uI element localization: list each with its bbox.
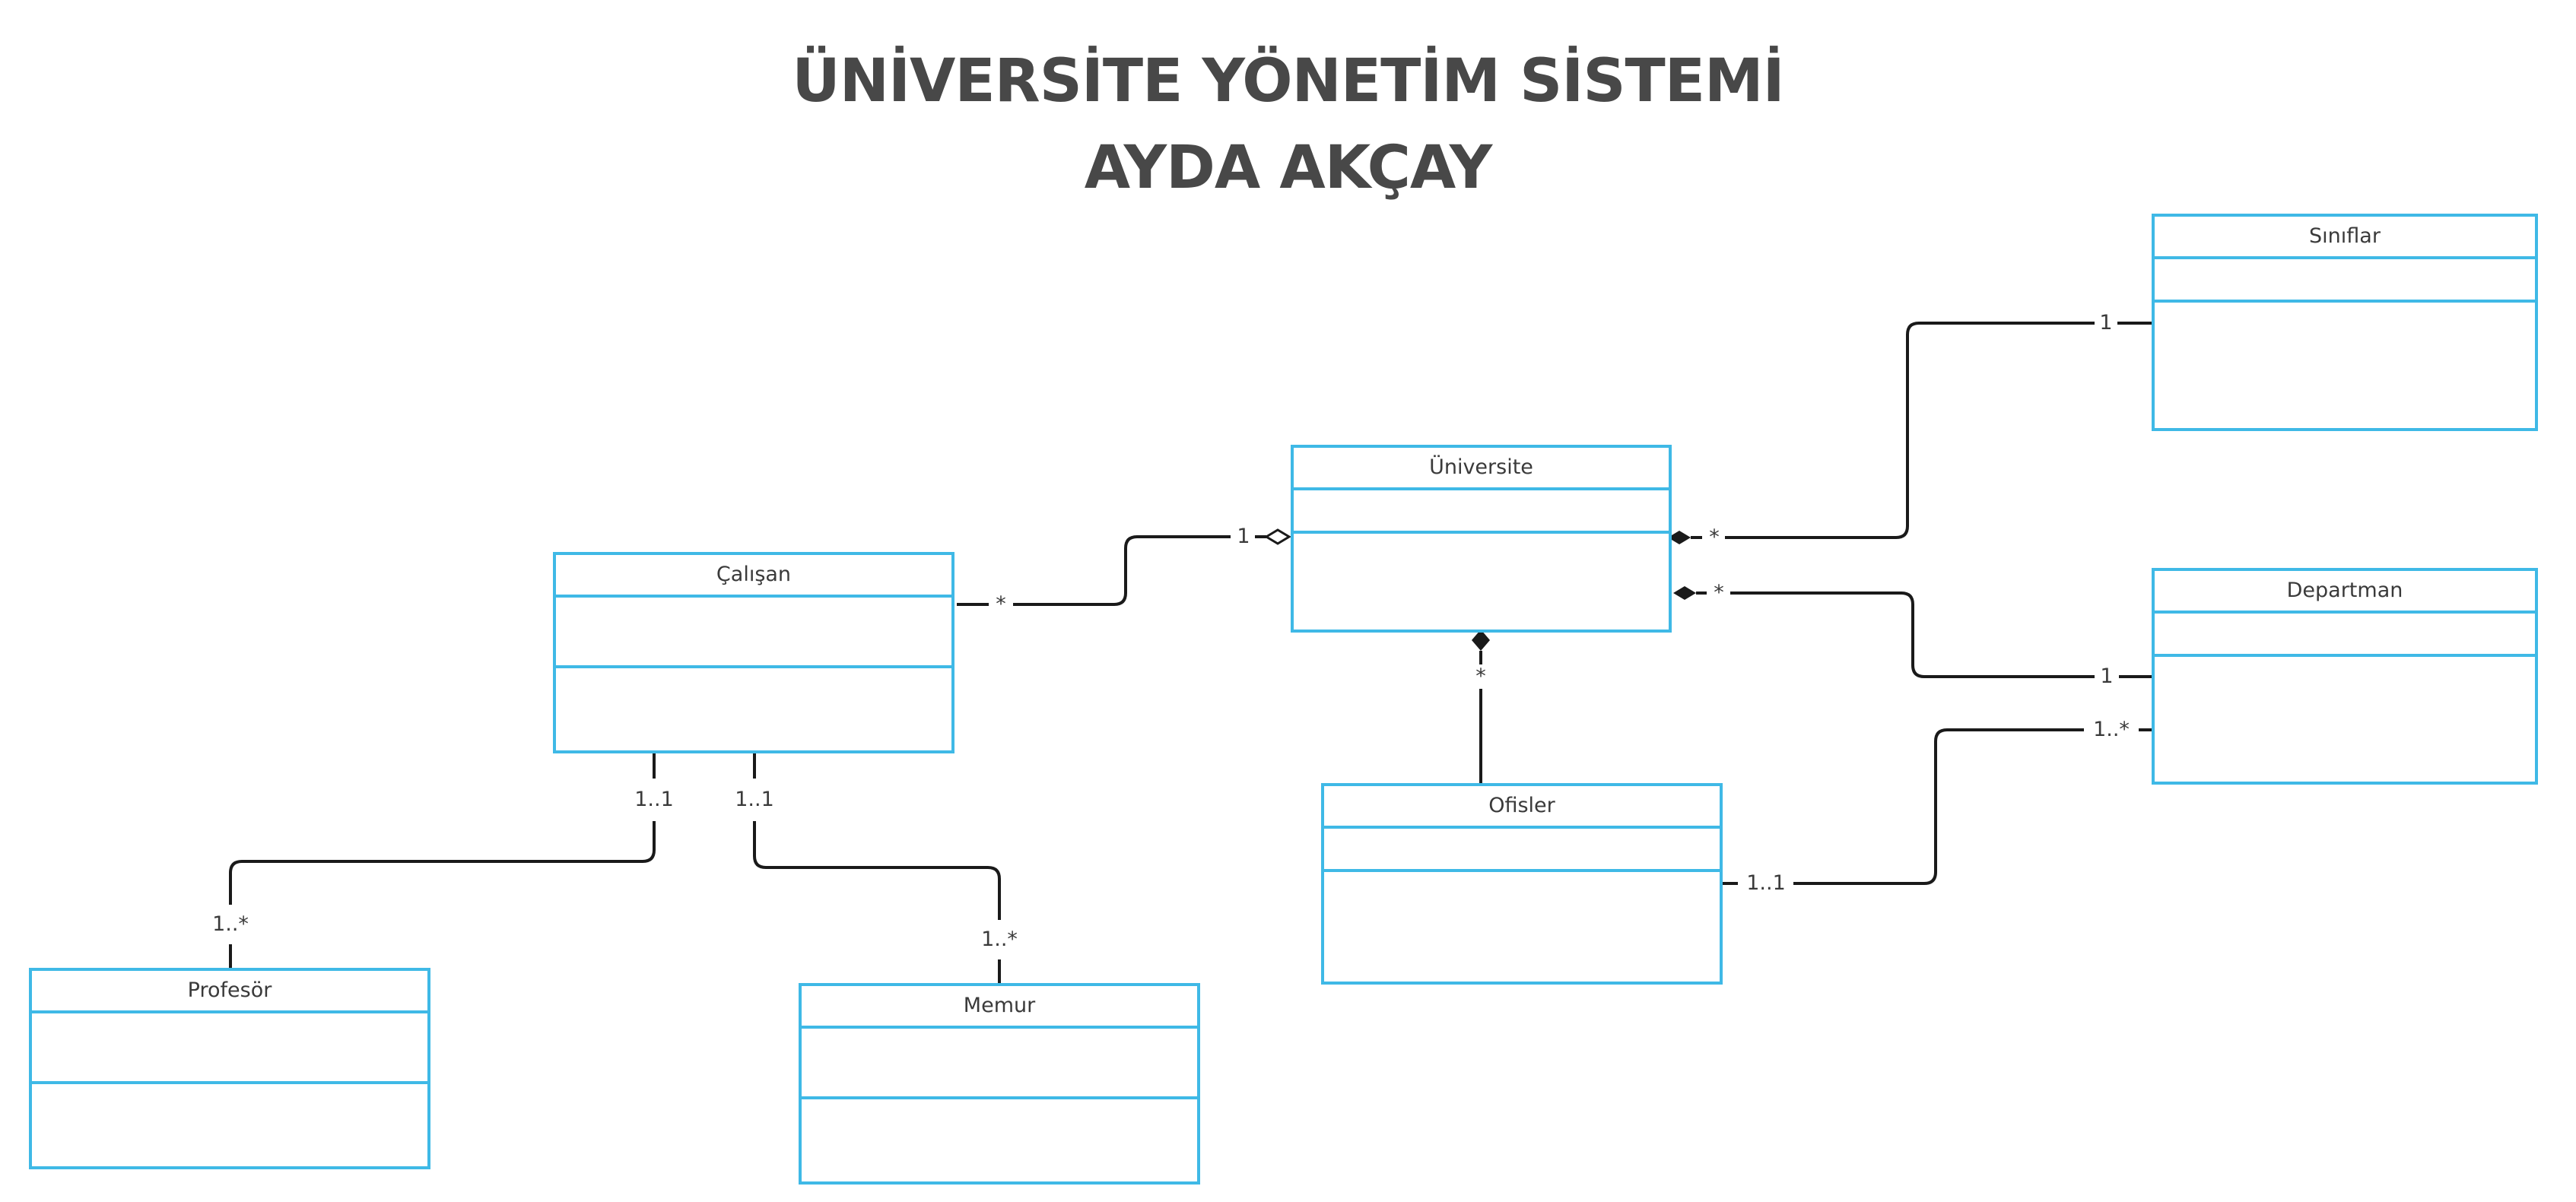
association-line-universite-siniflar [1691,322,2153,539]
class-attributes [2155,614,2535,657]
multiplicity-calisan-end: * [991,592,1011,617]
class-name: Üniversite [1294,448,1669,490]
class-calisan[interactable]: Çalışan [553,552,954,753]
class-name: Sınıflar [2155,217,2535,259]
multiplicity-calisan-profesor-from: 1..1 [630,788,678,812]
association-line-ofisler-departman [1723,728,2153,885]
multiplicity-calisan-memur-from: 1..1 [730,788,779,812]
association-line-universite-departman [1696,591,2153,678]
class-name: Çalışan [556,555,951,598]
association-line-calisan-memur [753,753,1001,985]
composition-diamond-departman [1673,586,1696,600]
composition-diamond-siniflar [1668,531,1691,544]
class-name: Ofisler [1324,786,1720,829]
class-attributes [32,1013,427,1084]
diagram-subtitle: AYDA AKÇAY [1084,134,1493,202]
composition-diamond-ofisler [1472,630,1490,651]
multiplicity-universite-siniflar-from: * [1704,525,1724,550]
class-attributes [802,1029,1197,1099]
class-siniflar[interactable]: Sınıflar [2152,214,2538,431]
multiplicity-universite-departman-from: * [1709,581,1729,605]
class-name: Profesör [32,971,427,1013]
class-name: Memur [802,986,1197,1029]
multiplicity-calisan-profesor-to: 1..* [208,912,253,937]
multiplicity-ofisler-departman-to: 1..* [2088,718,2134,742]
class-universite[interactable]: Üniversite [1291,445,1672,633]
aggregation-diamond [1264,528,1291,545]
class-attributes [1294,490,1669,534]
class-ofisler[interactable]: Ofisler [1321,783,1723,985]
multiplicity-calisan-memur-to: 1..* [977,928,1022,952]
class-attributes [1324,829,1720,872]
class-departman[interactable]: Departman [2152,568,2538,785]
multiplicity-universite-siniflar-to: 1 [2095,311,2117,335]
multiplicity-universite-departman-to: 1 [2095,664,2118,689]
class-name: Departman [2155,571,2535,614]
multiplicity-universite-ofisler-from: * [1474,664,1488,689]
multiplicity-universite-end: 1 [1232,525,1255,549]
multiplicity-ofisler-departman-from: 1..1 [1742,871,1790,896]
class-profesor[interactable]: Profesör [29,968,430,1169]
class-attributes [556,598,951,668]
class-memur[interactable]: Memur [799,983,1200,1185]
diagram-title: ÜNİVERSİTE YÖNETİM SİSTEMİ [792,47,1784,116]
class-attributes [2155,259,2535,303]
association-line-calisan-profesor [229,753,656,969]
